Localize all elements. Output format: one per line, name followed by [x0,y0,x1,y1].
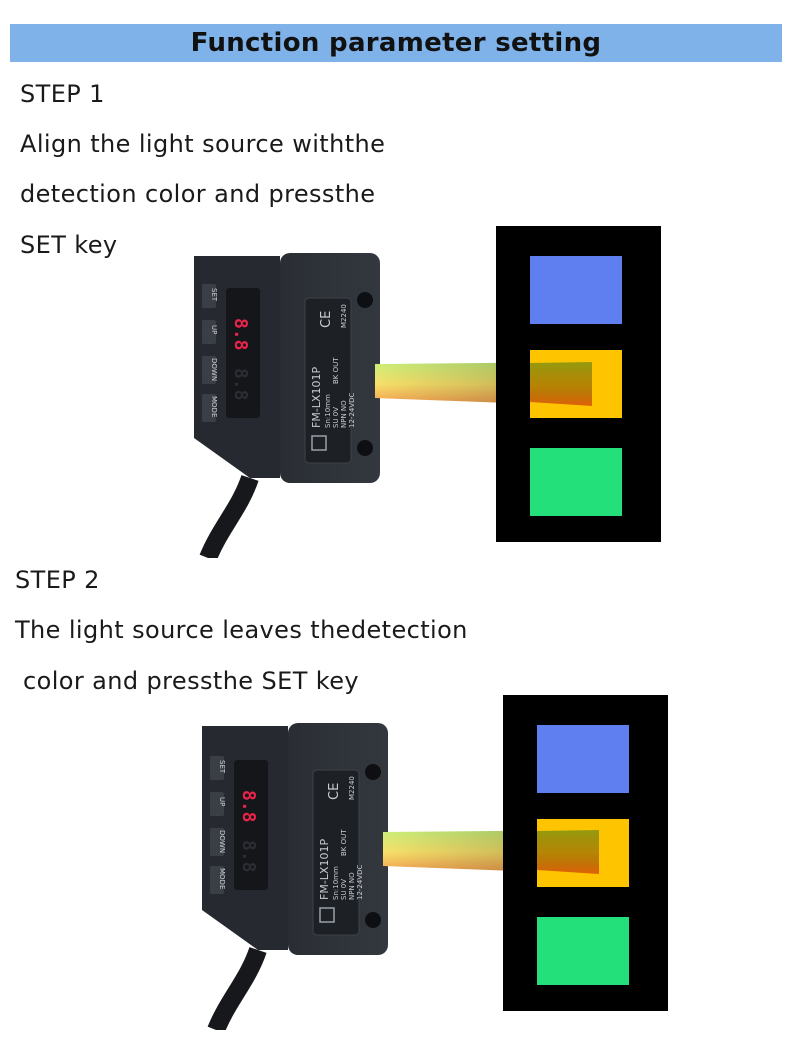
up-key[interactable] [202,320,216,344]
spec-su: SU 0V [340,879,348,900]
label-plate [304,297,352,464]
spec-bk-out: BK OUT [340,829,348,856]
model-code: M2240 [348,776,356,800]
model-label: FM-LX101P [310,367,323,428]
digit-display [226,288,260,418]
mode-key[interactable] [210,866,224,894]
step2-line-2: color and pressthe SET key [15,667,359,695]
down-key-label: DOWN [210,358,218,381]
up-key-label: UP [210,325,218,334]
display-digits-active: 8.8 [230,318,251,351]
swatch-blue [530,256,622,324]
mount-hole-top [357,292,373,308]
mode-key-label: MODE [210,396,218,417]
set-key[interactable] [210,756,224,780]
spec-range: Sn:10mm [332,866,340,900]
spec-voltage: 12-24VDC [356,864,364,900]
step1-line-3: SET key [20,231,118,259]
display-digits-active: 8.8 [238,790,259,823]
light-beam-overlay-step1 [530,362,592,406]
spec-voltage: 12-24VDC [348,392,356,428]
model-label: FM-LX101P [318,839,331,900]
mount-hole-bottom [365,912,381,928]
spec-output-type: NPN NO [348,872,356,900]
step1-label: STEP 1 [20,80,105,108]
cable [207,946,267,1030]
mount-hole-top [365,764,381,780]
mode-key-label: MODE [218,868,226,889]
page-title: Function parameter setting [190,28,602,58]
set-key-label: SET [218,760,226,774]
cable [199,474,259,558]
spec-bk-out: BK OUT [332,357,340,384]
down-key[interactable] [210,828,224,856]
step2-label: STEP 2 [15,566,100,594]
up-key[interactable] [210,792,224,816]
swatch-green [537,917,629,985]
light-beam-overlay-step2 [537,830,599,874]
mode-key[interactable] [202,394,216,422]
down-key-label: DOWN [218,830,226,853]
spec-su: SU 0V [332,407,340,428]
step1-line-2: detection color and pressthe [20,180,376,208]
ce-mark: CE [327,783,342,800]
spec-output-type: NPN NO [340,400,348,428]
sensor-illustration-step2: FM-LX101P Sn:10mm SU 0V NPN NO 12-24VDC … [202,723,388,1030]
brand-logo-icon [311,435,327,451]
set-key-label: SET [210,288,218,302]
up-key-label: UP [218,797,226,806]
display-digits-dim: 8.8 [230,368,251,401]
ce-mark: CE [319,311,334,328]
display-digits-dim: 8.8 [238,840,259,873]
swatch-green [530,448,622,516]
set-key[interactable] [202,284,216,308]
mount-hole-bottom [357,440,373,456]
spec-range: Sn:10mm [324,394,332,428]
model-code: M2240 [340,304,348,328]
label-plate [312,769,360,936]
sensor-illustration-step1: FM-LX101P Sn:10mm SU 0V NPN NO 12-24VDC … [194,253,380,558]
step1-line-1: Align the light source withthe [20,130,386,158]
color-panel-step1 [496,226,661,542]
brand-logo-icon [319,907,335,923]
down-key[interactable] [202,356,216,384]
step2-line-1: The light source leaves thedetection [15,616,468,644]
header-bar: Function parameter setting [10,24,782,62]
swatch-blue [537,725,629,793]
digit-display [234,760,268,890]
